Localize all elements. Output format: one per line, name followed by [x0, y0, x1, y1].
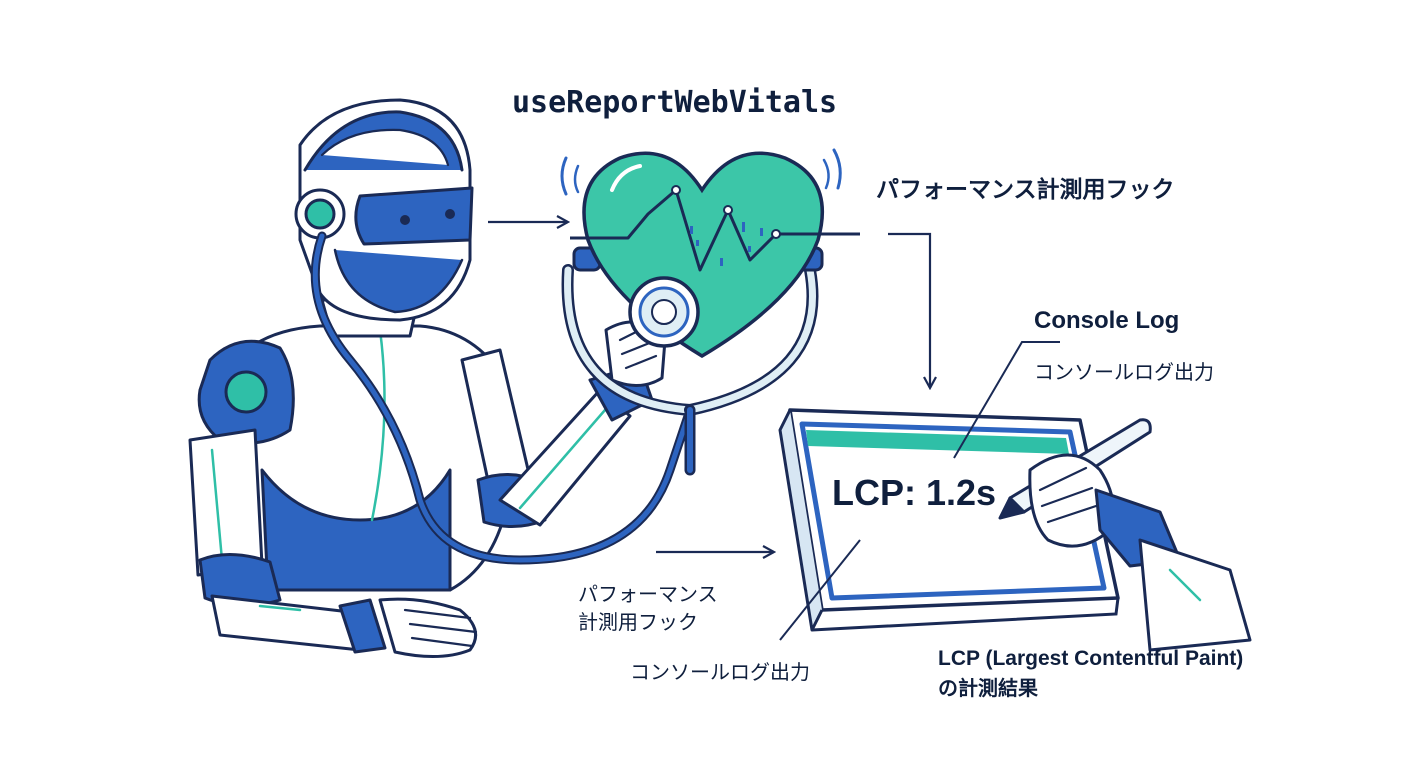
lcp-metric-value: LCP: 1.2s	[832, 472, 997, 513]
lcp-caption-line2: の計測結果	[938, 676, 1038, 700]
hook-description-bottom-line1: パフォーマンス	[578, 582, 718, 606]
flow-arrows	[488, 222, 930, 552]
stylus-hand-icon	[998, 418, 1252, 652]
chest-piece-icon	[628, 276, 700, 348]
stethoscope-icon	[310, 231, 824, 565]
hook-name-title: useReportWebVitals	[512, 85, 838, 120]
hook-description-top: パフォーマンス計測用フック	[876, 177, 1175, 203]
tablet-screen-icon	[778, 408, 1120, 632]
lcp-caption-line1: LCP (Largest Contentful Paint)	[938, 647, 1244, 670]
console-output-bottom: コンソールログ出力	[630, 660, 810, 684]
leader-lines	[779, 341, 1060, 641]
console-log-title: Console Log	[1034, 307, 1180, 334]
console-log-subtitle: コンソールログ出力	[1034, 360, 1214, 384]
robot-icon	[188, 98, 667, 659]
hook-description-bottom-line2: 計測用フック	[578, 610, 698, 634]
